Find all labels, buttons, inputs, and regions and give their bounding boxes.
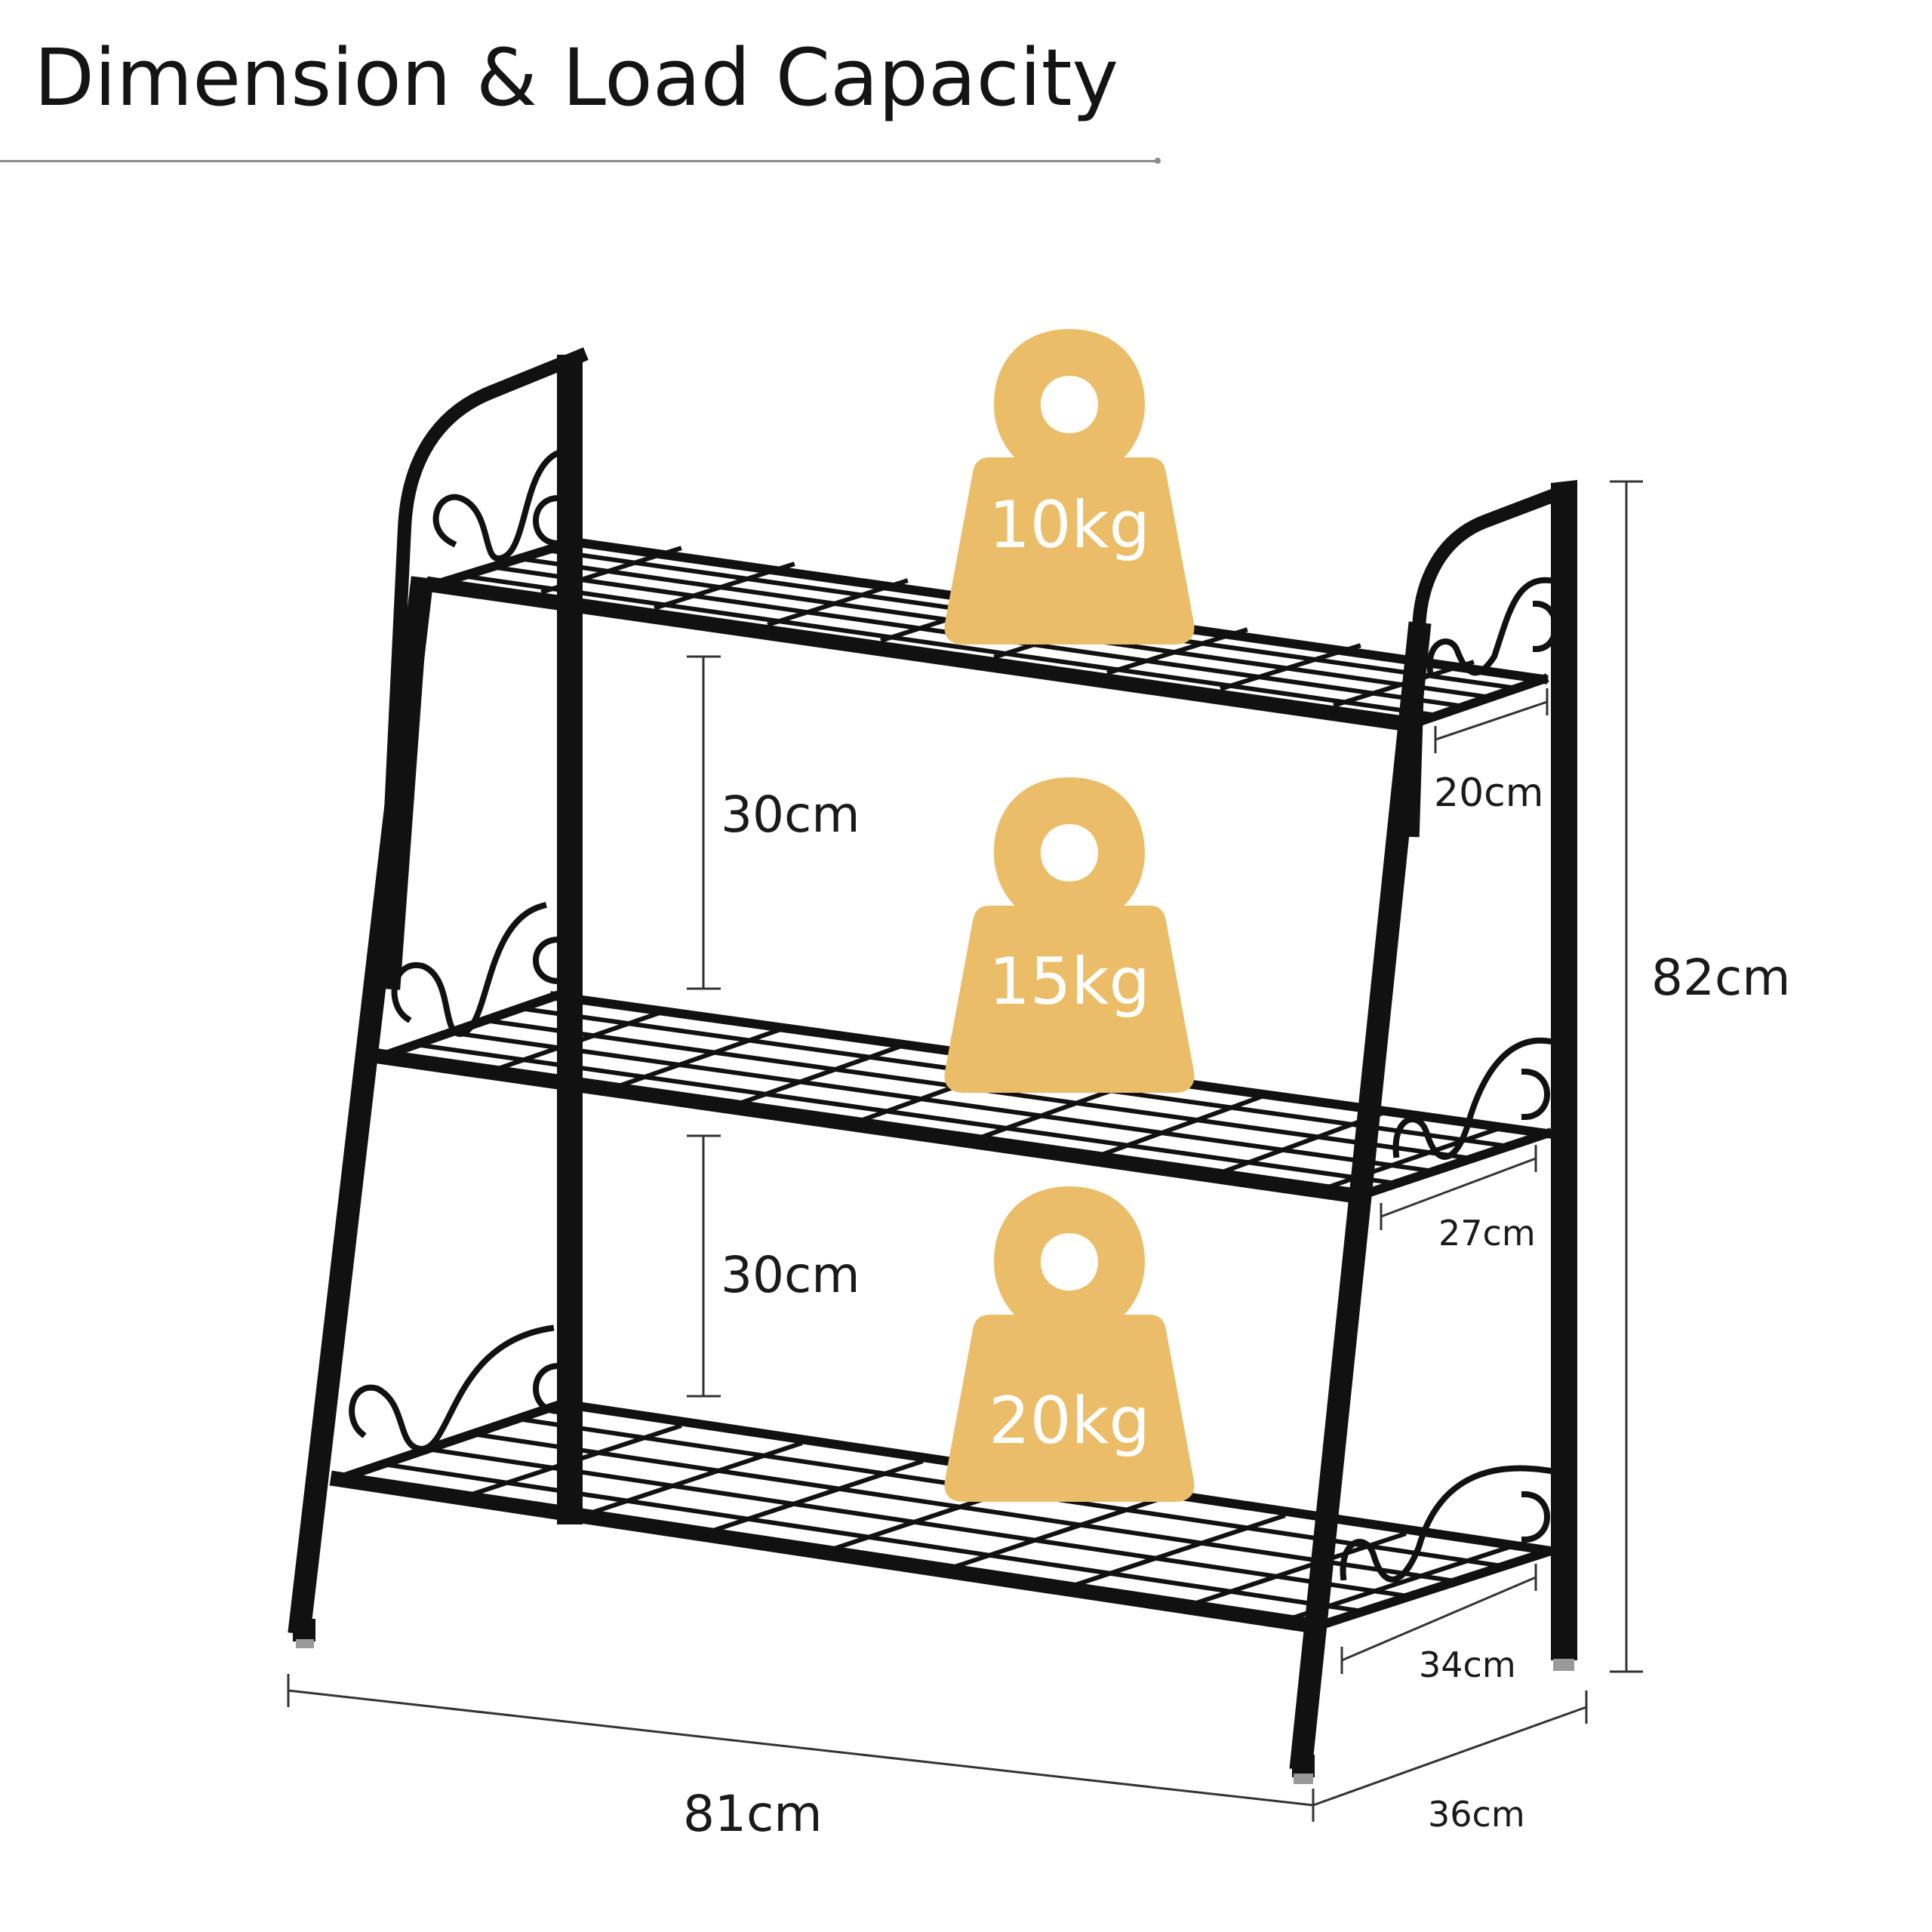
gap-upper-dimension-line [687, 655, 721, 990]
title-divider-end [1155, 158, 1161, 164]
depth-bottom-label: 34cm [1419, 1644, 1516, 1685]
depth-top-label: 20cm [1434, 771, 1543, 816]
gap-lower-dimension-line [687, 1134, 721, 1398]
base-depth-dimension-line [1312, 1690, 1588, 1807]
weight-label-top: 10kg [989, 488, 1150, 563]
title-divider [0, 160, 1158, 162]
gap-upper-label: 30cm [721, 786, 860, 844]
depth-middle-label: 27cm [1438, 1213, 1536, 1254]
weight-label-bottom: 20kg [989, 1383, 1150, 1459]
scroll-ornament-icon [349, 448, 563, 1453]
height-dimension-line [1610, 480, 1643, 1673]
base-depth-label: 36cm [1428, 1794, 1525, 1835]
height-label: 82cm [1651, 949, 1791, 1007]
scroll-ornament-icon [1340, 577, 1559, 1583]
width-label: 81cm [683, 1785, 823, 1843]
depth-top-dimension-line [1434, 688, 1549, 753]
weight-label-middle: 15kg [989, 944, 1150, 1020]
depth-middle-dimension-line [1380, 1145, 1537, 1230]
gap-lower-label: 30cm [721, 1246, 860, 1304]
weight-icon-middle [944, 777, 1195, 1093]
page-title: Dimension & Load Capacity [34, 32, 1119, 124]
depth-bottom-dimension-line [1340, 1564, 1537, 1674]
shelf-rack-icon [288, 347, 1577, 1784]
weight-icon-top [944, 329, 1195, 645]
